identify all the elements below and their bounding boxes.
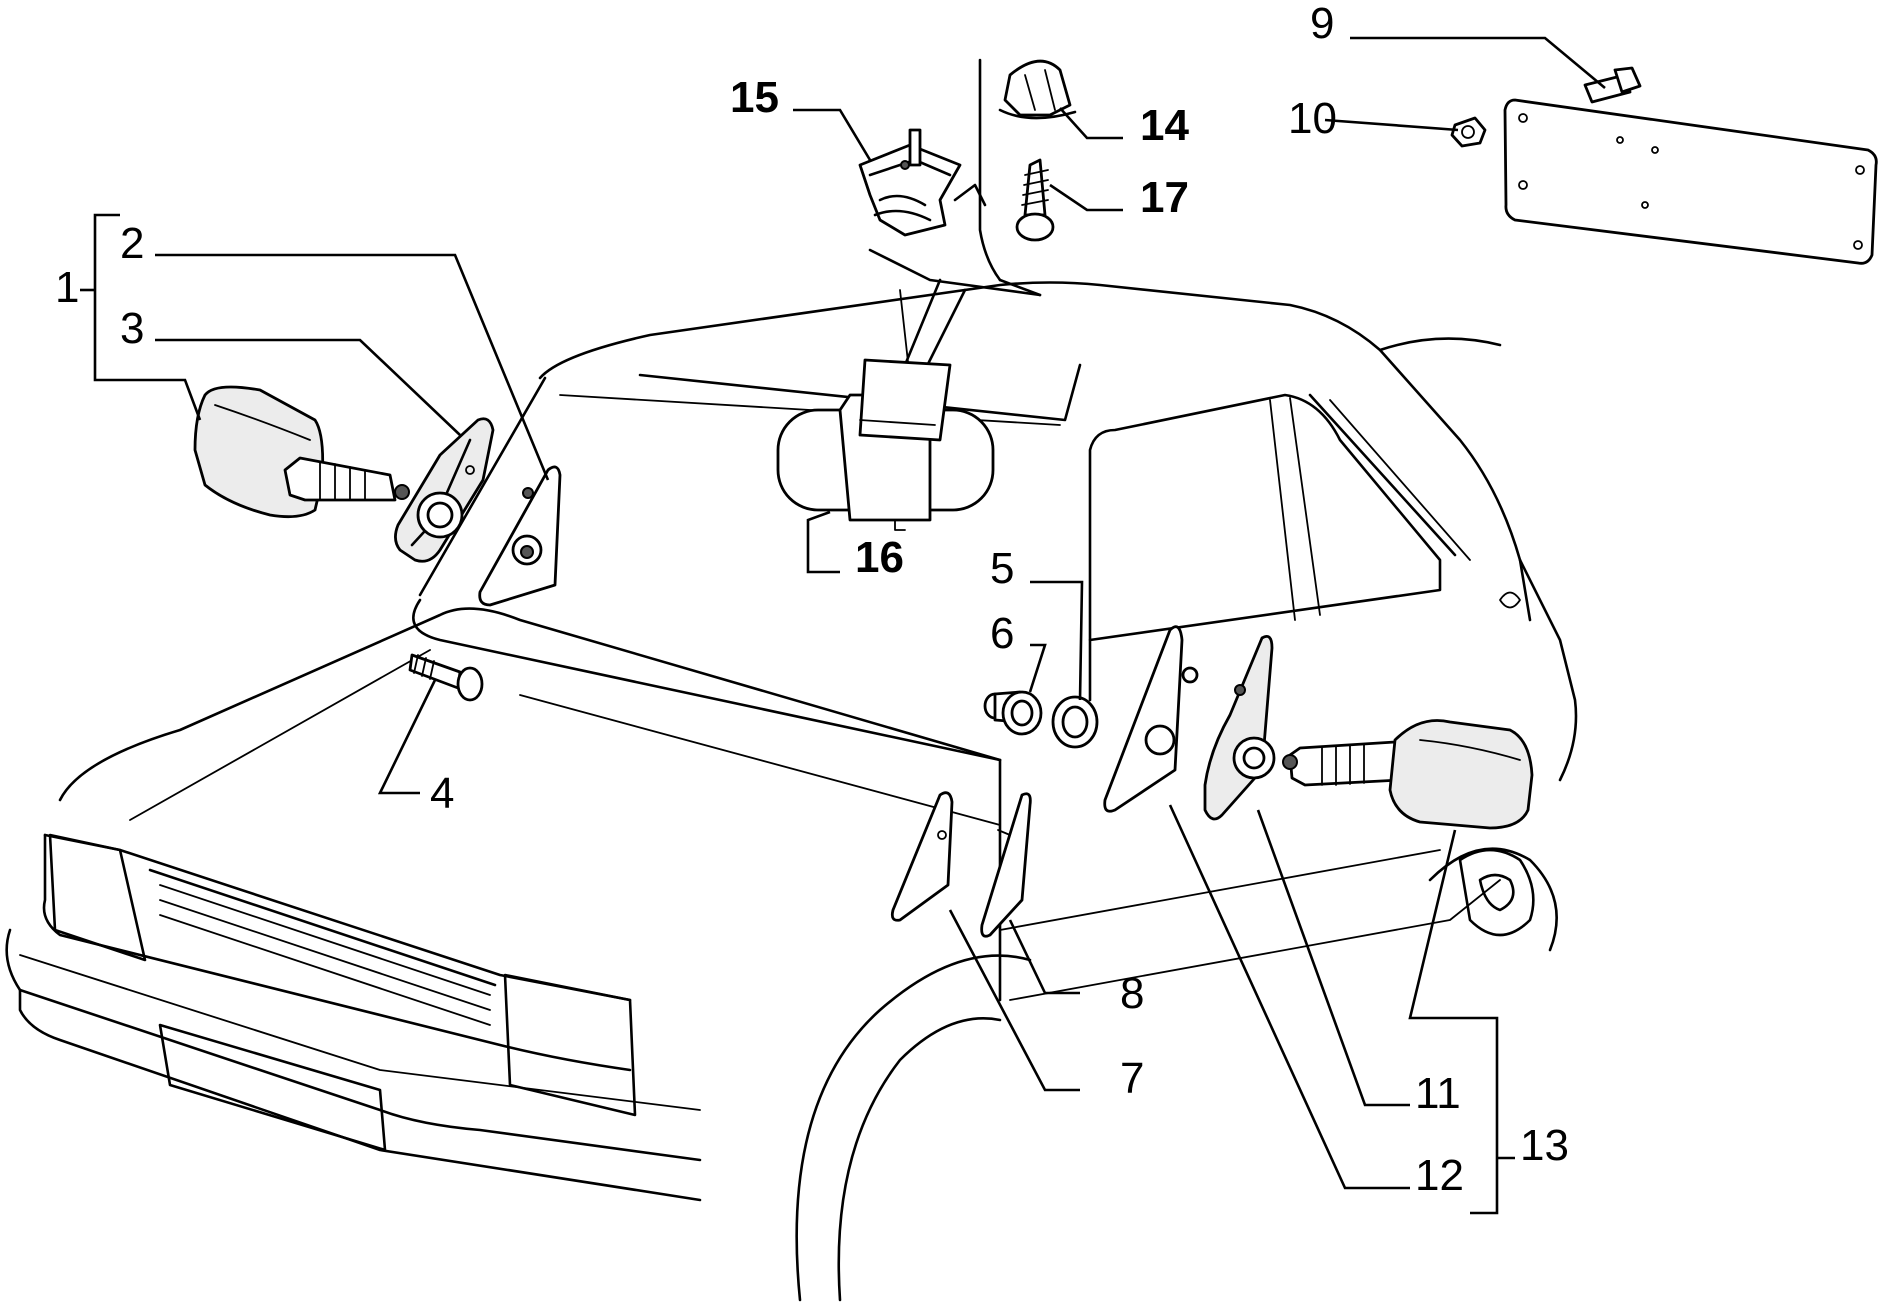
screw-part-17 [1015,158,1055,242]
callout-15: 15 [730,73,779,122]
callout-5: 5 [990,544,1014,593]
ring-part-5 [1051,695,1099,749]
detail-inset-frame [868,58,1042,372]
grommet-part-6 [983,690,1043,736]
left-door-mirror-part-1 [193,385,410,519]
clip-part-14 [998,59,1077,120]
callout-14: 14 [1140,101,1189,150]
callout-13: 13 [1520,1121,1569,1170]
callout-2: 2 [120,219,144,268]
callout-16: 16 [855,533,904,582]
callout-labels: 1 2 3 4 5 6 7 8 9 10 11 12 13 14 15 16 1… [55,0,1569,1200]
rearview-mirror-part-16 [776,358,995,531]
triangle-panel-part-2 [478,465,562,607]
callout-1: 1 [55,263,79,312]
callout-12: 12 [1415,1151,1464,1200]
small-triangle-part-7 [890,791,954,922]
callout-8: 8 [1120,969,1144,1018]
callout-3: 3 [120,304,144,353]
cover-plate-parts-9-10 [1450,66,1878,265]
callout-17: 17 [1140,173,1189,222]
leader-lines [80,36,1606,1215]
callout-9: 9 [1310,0,1334,48]
callout-4: 4 [430,769,454,818]
triangle-panel-part-12 [1103,625,1199,813]
callout-10: 10 [1288,94,1337,143]
gasket-part-11 [1203,634,1276,821]
callout-11: 11 [1415,1069,1461,1118]
callout-7: 7 [1120,1054,1144,1103]
mirror-base-part-3 [394,417,495,563]
screw-part-4 [408,653,484,702]
mirror-bracket-part-15 [858,128,962,237]
right-door-mirror-part-13 [1282,719,1534,830]
small-triangle-part-8 [980,792,1032,938]
car-body-outline [5,281,1578,1302]
callout-6: 6 [990,609,1014,658]
